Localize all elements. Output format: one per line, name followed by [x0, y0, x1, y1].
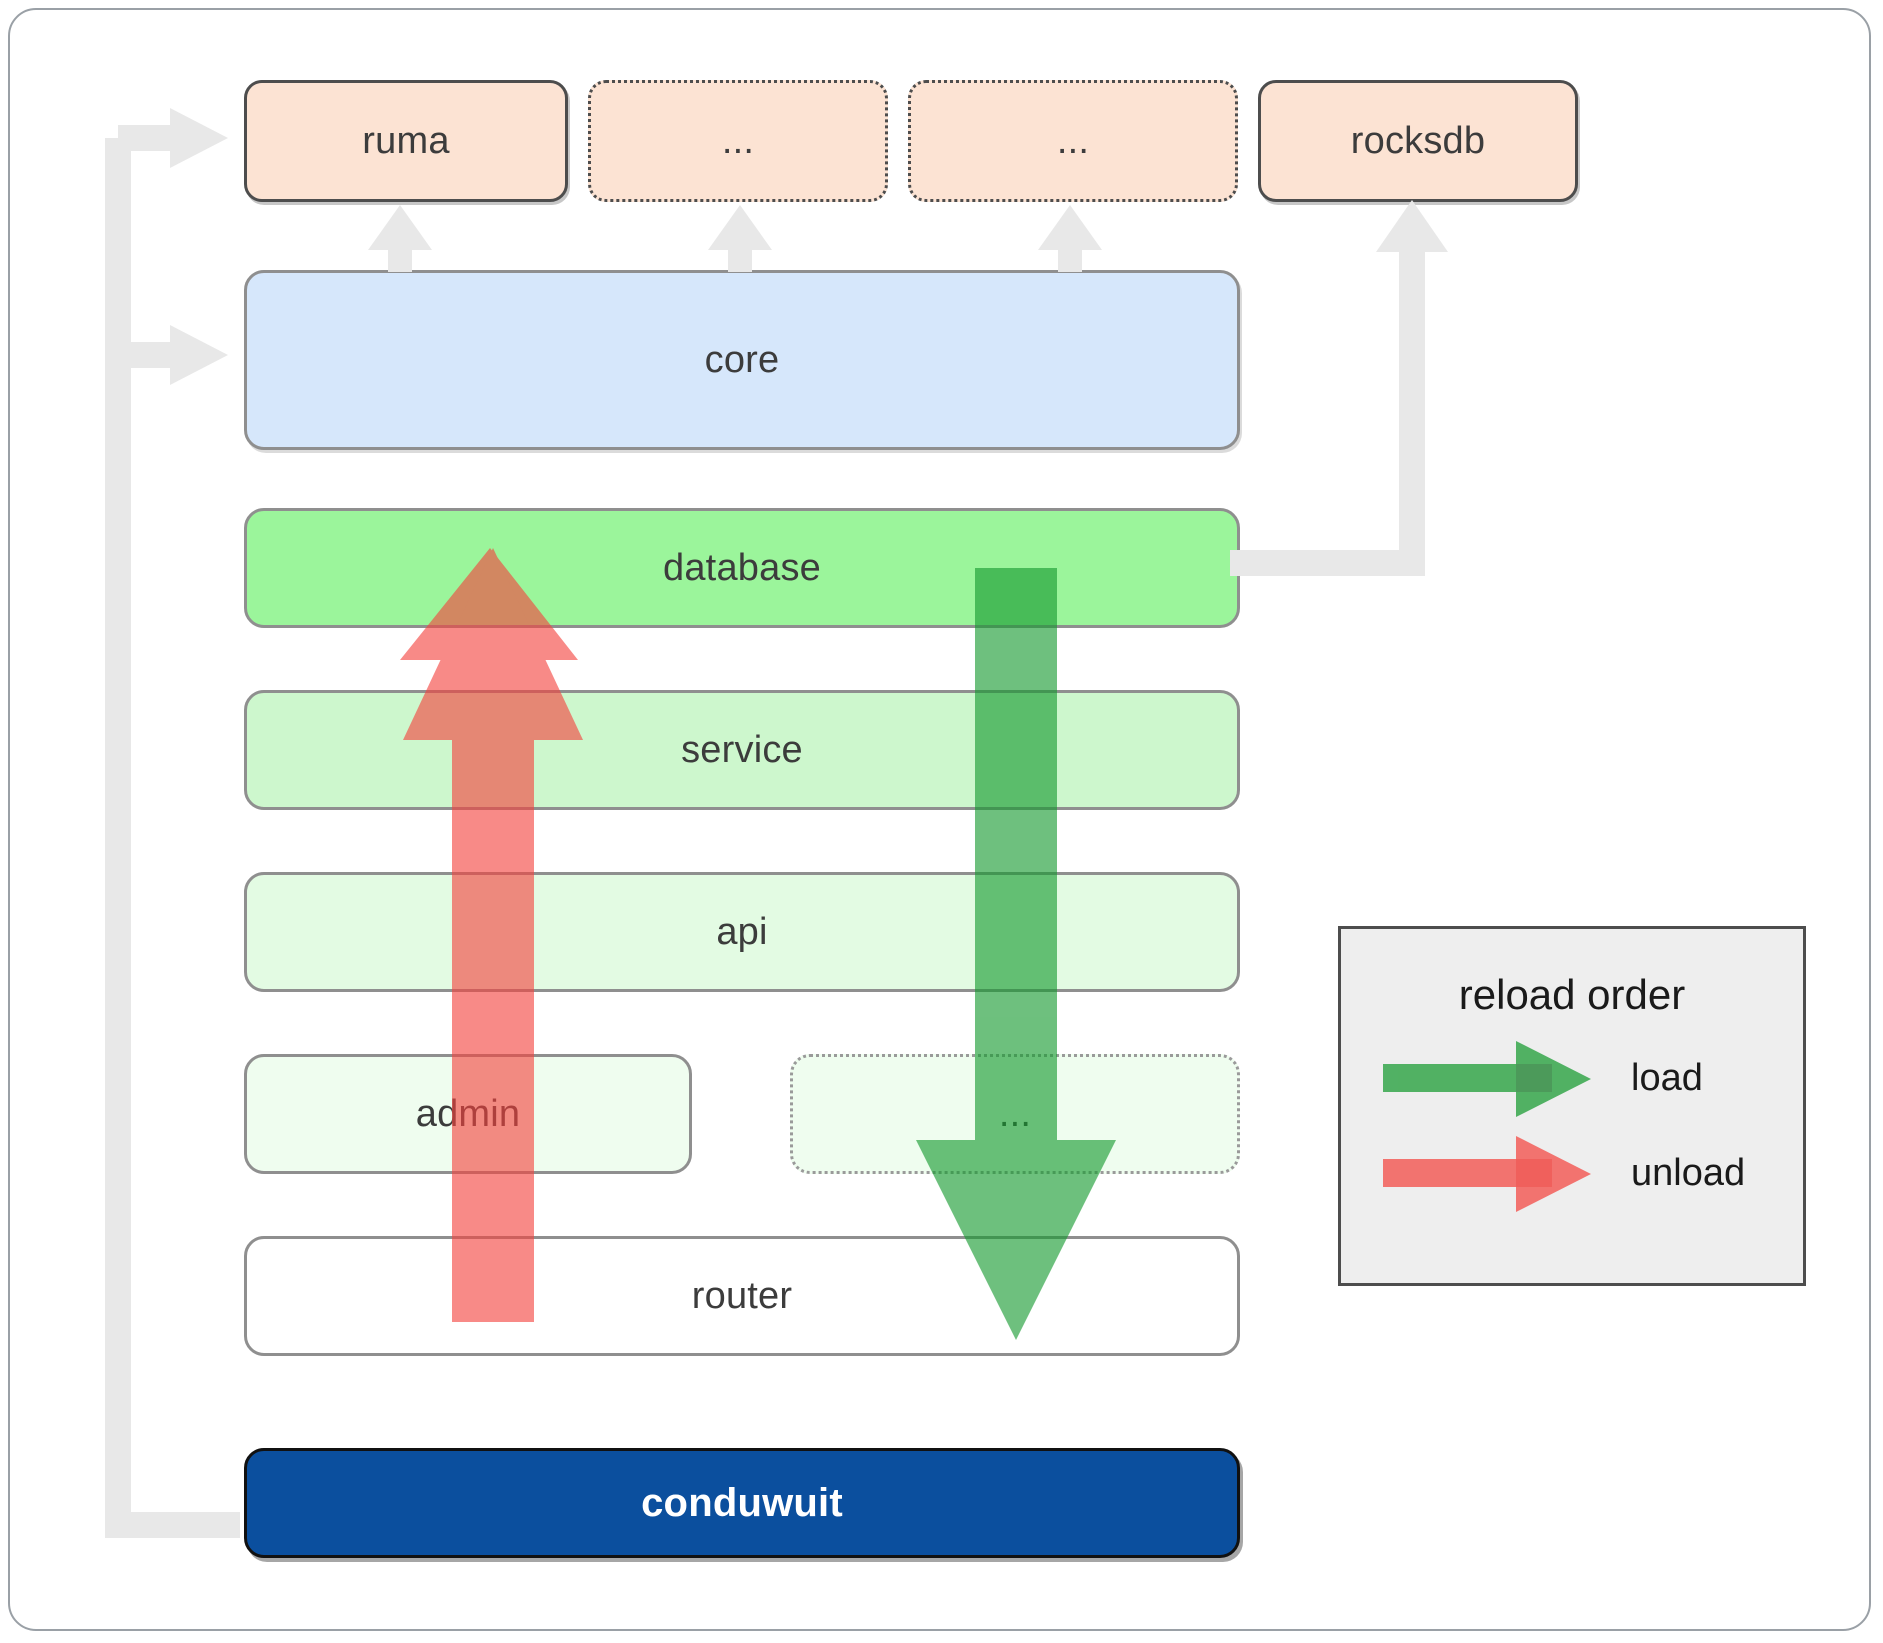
layer-label-service: service [681, 728, 803, 771]
package-box-rocksdb[interactable]: rocksdb [1258, 80, 1578, 202]
package-label-ruma: ruma [362, 119, 450, 162]
layer-box-core[interactable]: core [244, 270, 1240, 450]
package-box-ellipsis-2[interactable]: ... [908, 80, 1238, 202]
legend-label-load: load [1631, 1057, 1703, 1099]
package-label-ellipsis-1: ... [721, 119, 755, 162]
layer-box-admin[interactable]: admin [244, 1054, 692, 1174]
legend-arrow-graphics [1383, 1041, 1591, 1212]
diagram-frame [8, 8, 1871, 1631]
layer-box-router[interactable]: router [244, 1236, 1240, 1356]
layer-box-service[interactable]: service [244, 690, 1240, 810]
legend-unload-arrow [1383, 1136, 1591, 1212]
package-label-ellipsis-2: ... [1056, 119, 1090, 162]
layer-label-router: router [691, 1274, 793, 1317]
layer-box-ellipsis-crate[interactable]: ... [790, 1054, 1240, 1174]
legend-label-unload: unload [1631, 1152, 1746, 1194]
legend-panel: reload order load unload [1338, 926, 1806, 1286]
layer-box-api[interactable]: api [244, 872, 1240, 992]
binary-label-conduwuit: conduwuit [641, 1480, 843, 1525]
legend-load-arrow [1383, 1041, 1591, 1117]
layer-label-ellipsis-crate: ... [998, 1092, 1032, 1135]
layer-label-api: api [716, 910, 768, 953]
layer-label-core: core [704, 338, 780, 381]
legend-title: reload order [1458, 971, 1686, 1018]
layer-label-database: database [663, 546, 821, 589]
layer-label-admin: admin [415, 1092, 521, 1135]
package-label-rocksdb: rocksdb [1350, 119, 1486, 162]
package-box-ellipsis-1[interactable]: ... [588, 80, 888, 202]
layer-box-database[interactable]: database [244, 508, 1240, 628]
package-box-ruma[interactable]: ruma [244, 80, 568, 202]
binary-box-conduwuit[interactable]: conduwuit [244, 1448, 1240, 1558]
